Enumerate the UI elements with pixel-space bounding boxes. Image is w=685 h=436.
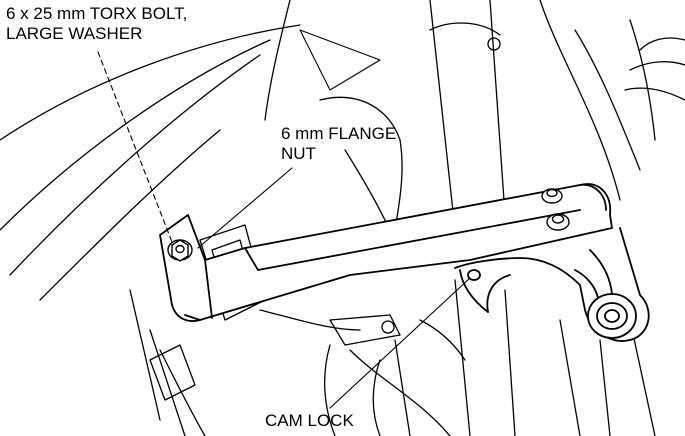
flange-nut-callout: 6 mm FLANGE NUT xyxy=(281,124,396,164)
cam-lock-leader xyxy=(329,277,471,409)
torx-bolt-assembly xyxy=(167,239,193,262)
leader-lines xyxy=(97,51,471,409)
torx-bolt-label-line2: LARGE WASHER xyxy=(6,24,143,43)
background-contours xyxy=(0,0,403,436)
cam-lock-label: CAM LOCK xyxy=(265,411,354,430)
flange-nut-label-line2: NUT xyxy=(281,144,316,163)
torx-bolt-label-line1: 6 x 25 mm TORX BOLT, xyxy=(6,4,188,23)
lower-components xyxy=(149,224,466,436)
frame-posts xyxy=(429,0,685,436)
torx-bolt-callout: 6 x 25 mm TORX BOLT, LARGE WASHER xyxy=(6,4,187,44)
flange-nut-label-line1: 6 mm FLANGE xyxy=(281,124,397,143)
bracket xyxy=(159,183,650,342)
torx-leader-dashed xyxy=(97,51,173,243)
cam-lock-callout: CAM LOCK xyxy=(265,411,354,431)
bracket-bolts xyxy=(541,188,570,231)
flange-nut-leader xyxy=(197,167,293,249)
